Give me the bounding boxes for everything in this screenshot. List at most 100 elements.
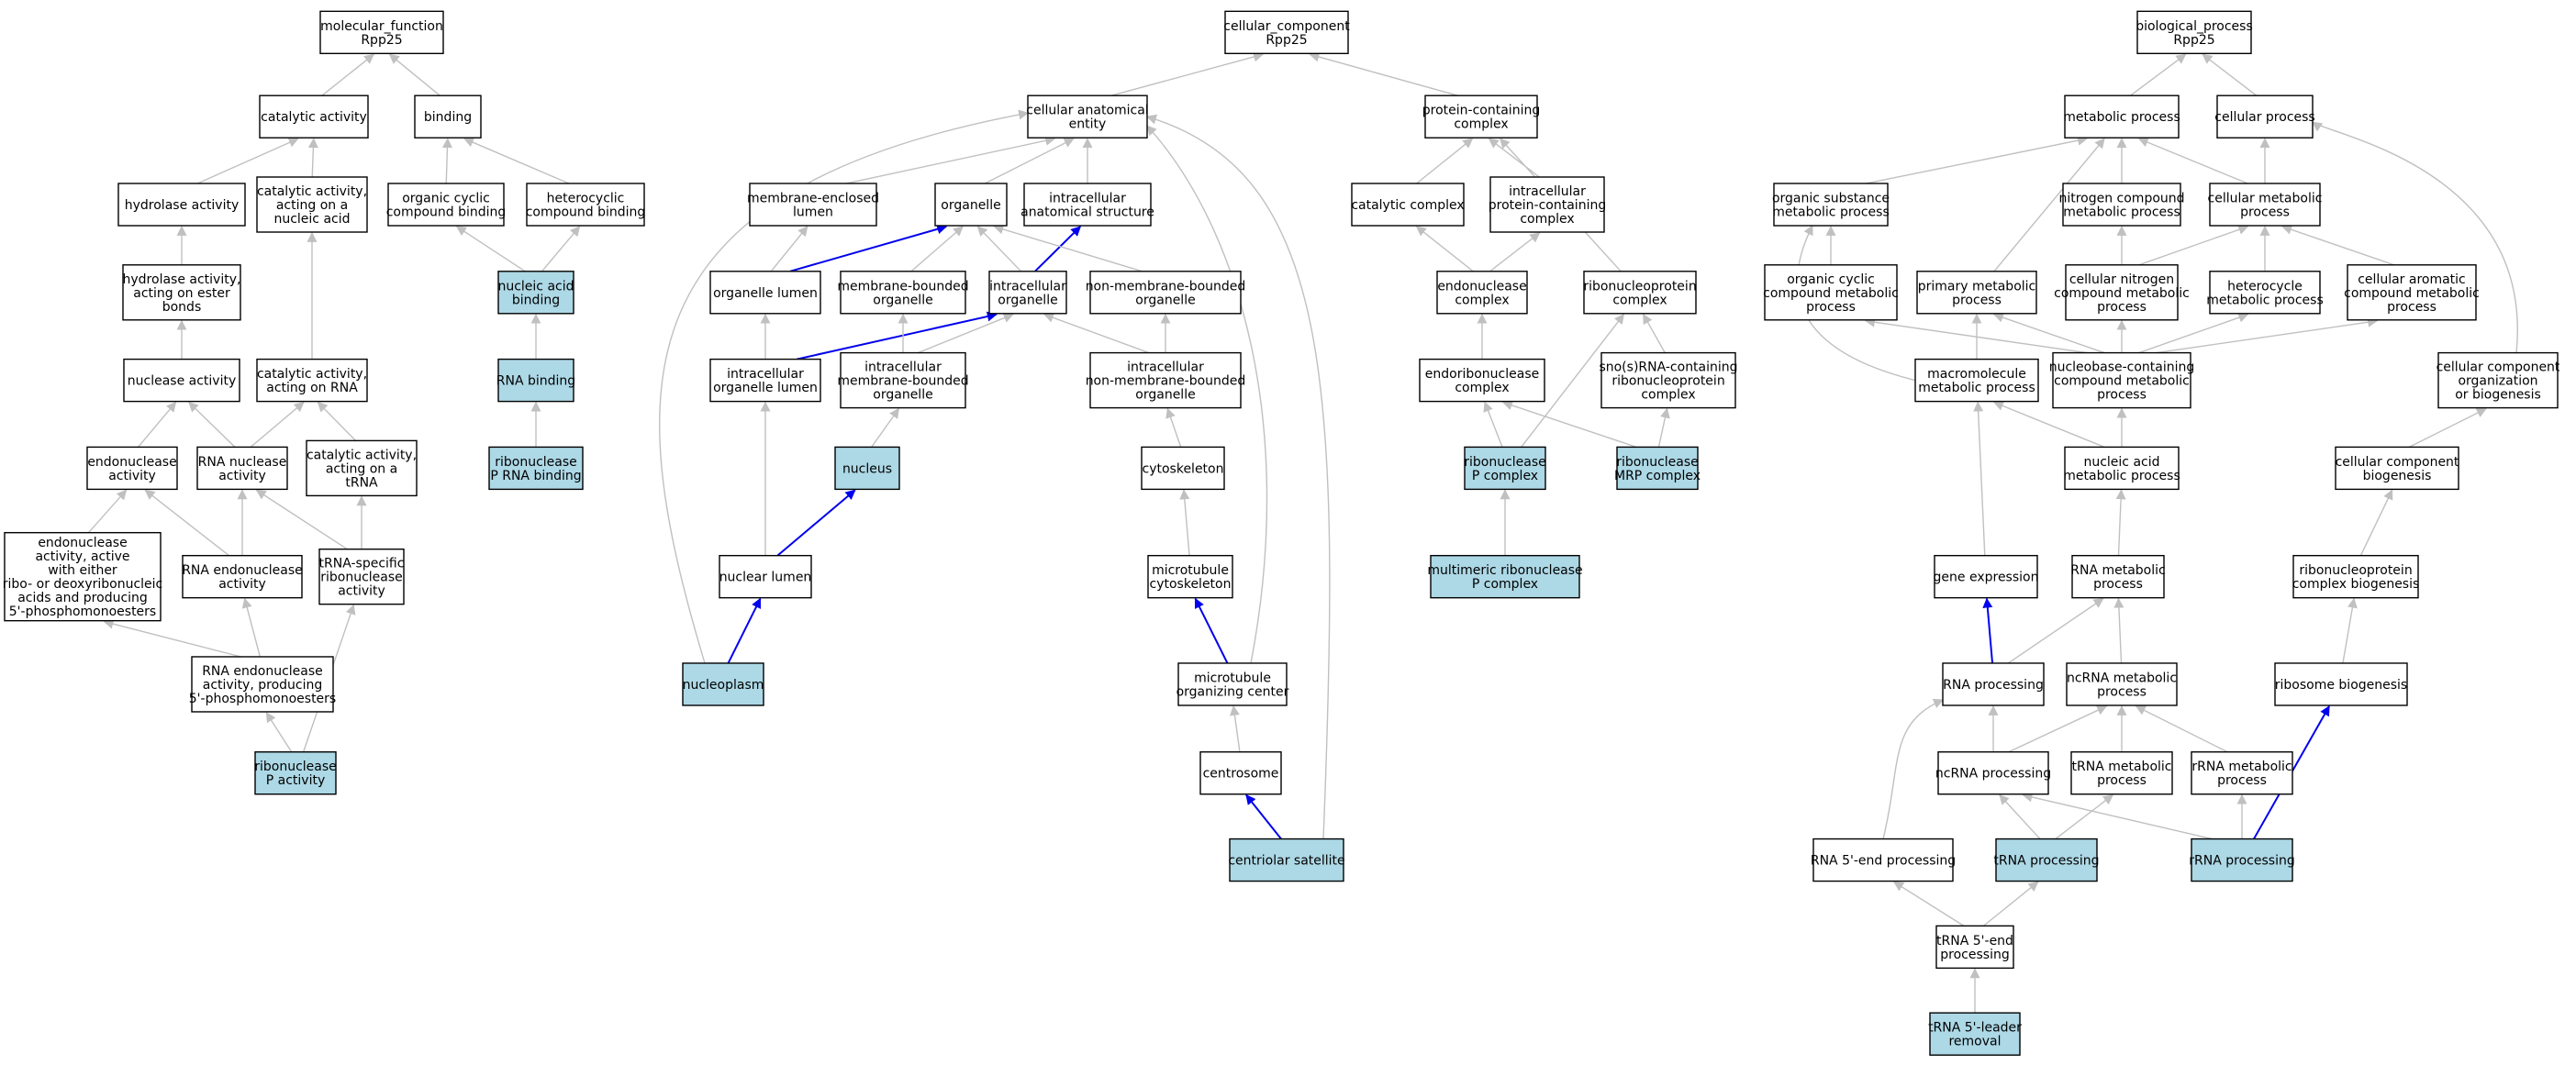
node-label-line: ribonucleoprotein <box>2299 563 2412 578</box>
node-label-line: organic substance <box>1772 192 1890 206</box>
node-label-line: RNA endonuclease <box>202 664 323 679</box>
node-label-line: complex <box>1641 388 1695 403</box>
node-ribosome_biogenesis[interactable]: ribosome biogenesis <box>2274 662 2408 706</box>
node-label-line: Rpp25 <box>1266 33 1307 48</box>
node-centriolar_satellite[interactable]: centriolar satellite <box>1228 838 1345 882</box>
node-gene_expression[interactable]: gene expression <box>1934 554 2039 599</box>
node-centrosome[interactable]: centrosome <box>1199 751 1282 795</box>
node-metabolic[interactable]: metabolic process <box>2063 94 2180 139</box>
node-cat_rna[interactable]: catalytic activity,acting on RNA <box>256 358 368 403</box>
node-nuclear_lumen[interactable]: nuclear lumen <box>719 554 812 599</box>
node-box <box>2065 264 2179 321</box>
node-snosrna_complex[interactable]: sno(s)RNA-containingribonucleoproteincom… <box>1599 351 1738 409</box>
node-rna_processing[interactable]: RNA processing <box>1942 662 2045 706</box>
edge-rna_nuclease-to-nuclease <box>188 401 236 448</box>
node-box <box>2437 351 2559 409</box>
node-label-line: hydrolase activity, <box>123 272 241 287</box>
edge-rna_met-to-nucleic_acid_met <box>2115 489 2126 556</box>
node-catalytic[interactable]: catalytic activity <box>259 94 369 139</box>
node-nuclease[interactable]: nuclease activity <box>123 358 240 403</box>
node-label-line: organelle <box>873 388 932 403</box>
node-label-line: organelle <box>998 293 1057 307</box>
edge-trna_specific-to-rna_nuclease <box>255 489 348 550</box>
node-box <box>306 439 418 497</box>
node-label-line: catalytic complex <box>1351 198 1464 213</box>
node-binding[interactable]: binding <box>414 94 482 139</box>
node-nucleus[interactable]: nucleus <box>834 446 900 491</box>
node-label-line: anatomical structure <box>1020 205 1154 220</box>
node-rna_5end[interactable]: RNA 5'-end processing <box>1811 838 1956 882</box>
node-hydrolase[interactable]: hydrolase activity <box>117 183 246 227</box>
node-catalytic_complex[interactable]: catalytic complex <box>1351 183 1465 227</box>
node-box <box>387 183 505 227</box>
node-organelle[interactable]: organelle <box>934 183 1008 227</box>
node-box <box>86 446 178 491</box>
node-ncrna_processing[interactable]: ncRNA processing <box>1935 751 2051 795</box>
node-organelle_lumen[interactable]: organelle lumen <box>709 271 821 315</box>
node-cytoskeleton[interactable]: cytoskeleton <box>1141 446 1225 491</box>
node-trna_processing[interactable]: tRNA processing <box>1993 838 2100 882</box>
node-rrna_processing[interactable]: rRNA processing <box>2189 838 2295 882</box>
node-nucleoplasm[interactable]: nucleoplasm <box>682 662 764 706</box>
node-cellular_process[interactable]: cellular process <box>2214 94 2315 139</box>
node-rna_binding[interactable]: RNA binding <box>496 358 575 403</box>
node-box <box>1199 751 1282 795</box>
node-intra_non_mem_org[interactable]: intracellularnon-membrane-boundedorganel… <box>1086 351 1246 409</box>
